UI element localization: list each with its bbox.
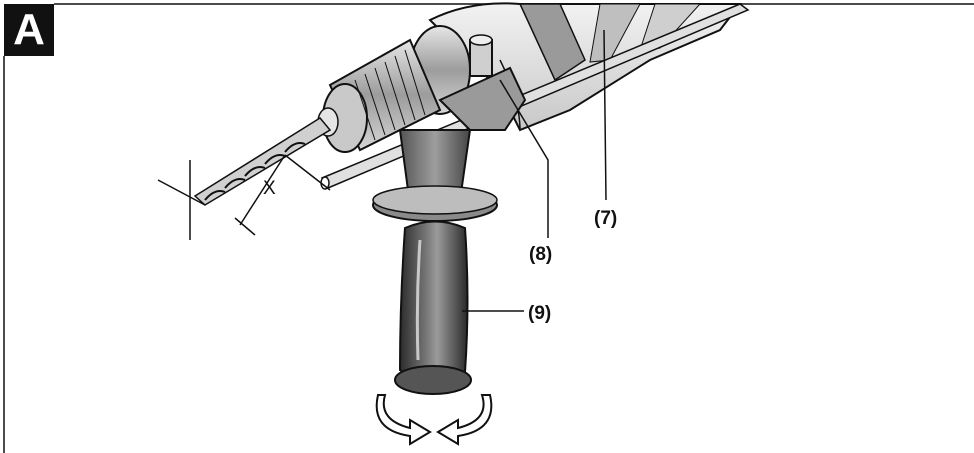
callout-leaders: [462, 29, 607, 312]
dimension-x-label: X: [263, 178, 276, 199]
callout-depth-stop: (7): [594, 208, 618, 229]
leader-7: [603, 29, 607, 201]
callout-clamp-screw: (8): [529, 244, 553, 265]
rotation-arrows: [375, 394, 493, 446]
leader-8: [499, 79, 549, 238]
dimension-x-lines: [157, 154, 331, 240]
callout-auxiliary-handle: (9): [528, 303, 552, 324]
drill-chuck: [317, 25, 471, 153]
figure-label-badge: A: [4, 4, 54, 56]
drill-bit: [193, 117, 332, 206]
handle-clamp: [438, 34, 527, 131]
auxiliary-handle: [372, 129, 498, 395]
